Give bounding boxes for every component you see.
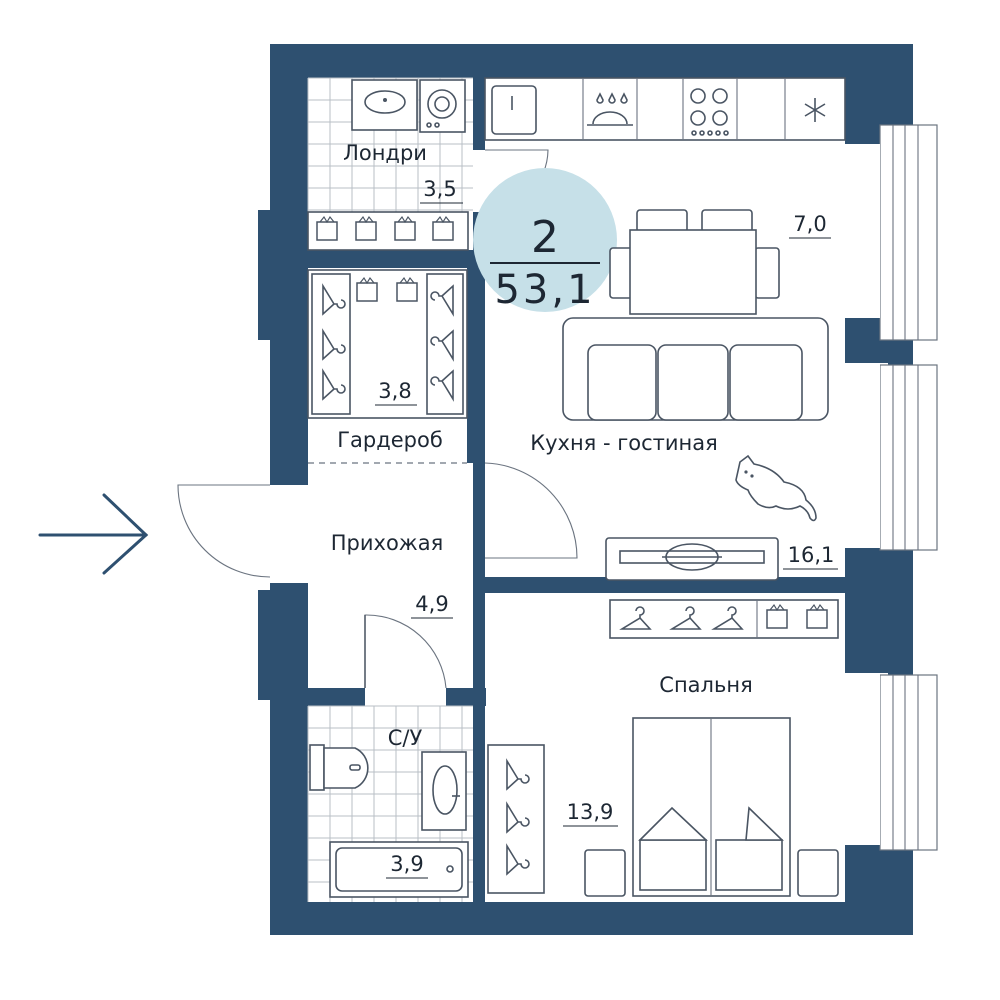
laundry-shelf: [307, 211, 469, 251]
bottom-inner-wall: [300, 902, 845, 910]
double-bed: [584, 717, 839, 897]
wall-kitchen-bedroom: [473, 577, 845, 593]
laundry-washer: [419, 79, 466, 133]
hanger-icon: [506, 758, 530, 791]
top-inner-wall: [300, 70, 845, 78]
hanger-icon: [430, 369, 454, 402]
wall-laundry-kitchen: [473, 70, 485, 150]
bedroom-name: Спальня: [659, 673, 752, 697]
hanger-icon: [506, 843, 530, 876]
kitchen-living-area: 16,1: [788, 543, 835, 567]
hanger-icon: [619, 606, 652, 630]
total-area: 53,1: [494, 267, 595, 313]
bathroom-area: 3,9: [390, 852, 423, 876]
cat-icon: [735, 454, 817, 522]
hanger-icon: [669, 606, 702, 630]
hanger-icon: [430, 329, 454, 362]
wall-wardrobe-right: [467, 268, 485, 463]
hanger-icon: [322, 283, 346, 316]
storage-box-icon: [394, 215, 416, 241]
laundry-sink: [351, 79, 418, 131]
wardrobe-closet: [307, 269, 468, 419]
left-inner-wall-top: [300, 70, 308, 485]
window-living: [879, 364, 938, 551]
fridge-snowflake-icon: [804, 98, 826, 122]
wall-pier-right-3: [845, 548, 913, 673]
bathroom-name: С/У: [388, 726, 423, 750]
hanger-icon: [711, 606, 744, 630]
hanger-icon: [322, 328, 346, 361]
cooktop: [690, 88, 729, 136]
bathtub: [329, 841, 469, 898]
bathroom-sink: [421, 751, 467, 831]
hanger-icon: [506, 801, 530, 834]
storage-box-icon: [355, 215, 377, 241]
tv-unit: [605, 537, 779, 581]
wardrobe-area: 3,8: [378, 379, 411, 403]
entrance-arrow-icon: [38, 493, 149, 575]
hanger-icon: [430, 284, 454, 317]
dining-table: [609, 209, 780, 315]
laundry-name: Лондри: [343, 141, 427, 165]
wall-hall-bedroom-stub: [473, 593, 485, 613]
wall-pier-right-4: [845, 845, 913, 935]
wall-laundry-wardrobe: [300, 250, 480, 268]
wall-pier-left-bottom: [258, 590, 272, 700]
kitchen-counter: [484, 77, 846, 141]
kitchen-area: 7,0: [793, 212, 826, 236]
wall-pier-left-top: [258, 210, 272, 340]
wall-bath-bedroom: [473, 593, 485, 910]
storage-box-icon: [432, 215, 454, 241]
bedroom-wardrobe-left: [487, 744, 545, 894]
kitchen-door: [484, 462, 578, 559]
left-inner-wall-bottom: [300, 583, 308, 910]
toilet: [309, 744, 369, 791]
sofa: [562, 317, 829, 421]
hall-name: Прихожая: [331, 531, 443, 555]
bedroom-closet: [609, 599, 839, 639]
wall-hall-bottom: [300, 688, 365, 706]
storage-box-icon: [356, 276, 378, 302]
storage-box-icon: [766, 603, 788, 629]
storage-box-icon: [806, 603, 828, 629]
entrance-door: [177, 484, 271, 578]
laundry-area: 3,5: [423, 177, 456, 201]
storage-box-icon: [316, 215, 338, 241]
window-kitchen: [879, 124, 938, 341]
window-bedroom: [879, 674, 938, 851]
storage-box-icon: [396, 276, 418, 302]
wardrobe-name: Гардероб: [337, 428, 443, 452]
hall-area: 4,9: [415, 592, 448, 616]
accent-circle: [473, 168, 617, 312]
kitchen-sink: [491, 85, 537, 135]
hanger-icon: [322, 368, 346, 401]
kitchen-living-name: Кухня - гостиная: [530, 431, 718, 455]
bathroom-door: [364, 614, 447, 689]
rooms-count: 2: [531, 212, 559, 263]
dishwasher-icon: [587, 92, 633, 126]
bedroom-area: 13,9: [567, 800, 614, 824]
